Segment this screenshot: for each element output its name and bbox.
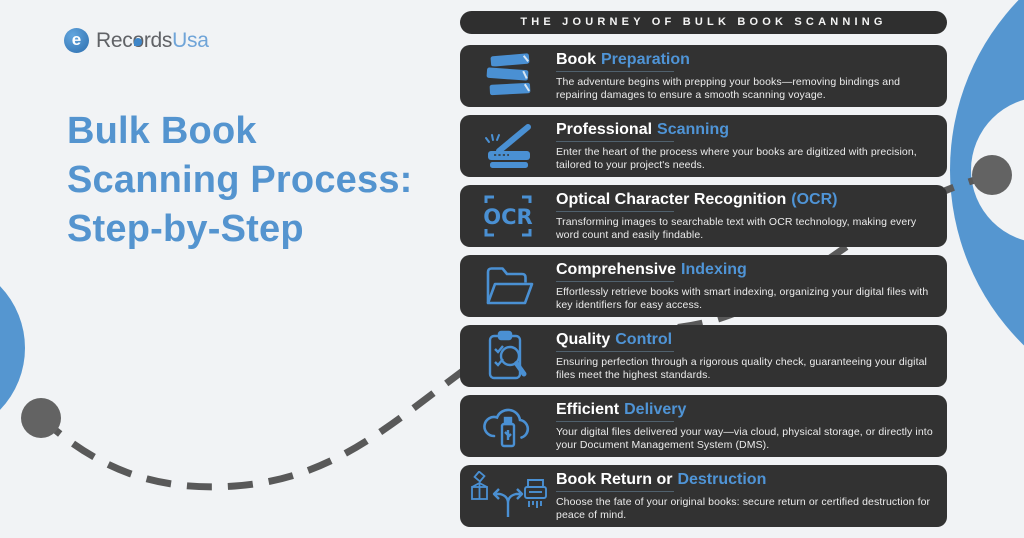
title-underline bbox=[556, 351, 674, 352]
step-description: Your digital files delivered your way—vi… bbox=[556, 426, 933, 451]
cloud-usb-icon bbox=[460, 395, 556, 457]
clipboard-magnifier-icon bbox=[460, 325, 556, 387]
logo-wordmark: RecordsUsa bbox=[96, 28, 209, 52]
logo-usa: Usa bbox=[172, 28, 209, 52]
step-description: Transforming images to searchable text w… bbox=[556, 216, 917, 241]
step-description: Choose the fate of your original books: … bbox=[556, 496, 931, 521]
page-title: Bulk Book Scanning Process: Step-by-Step bbox=[67, 107, 413, 254]
title-underline bbox=[556, 71, 674, 72]
journey-column: THE JOURNEY OF BULK BOOK SCANNING bbox=[460, 11, 947, 535]
title-underline bbox=[556, 491, 674, 492]
open-folder-icon bbox=[460, 255, 556, 317]
ocr-frame-icon: OCR bbox=[460, 185, 556, 247]
scanner-icon bbox=[460, 115, 556, 177]
title-underline bbox=[556, 281, 674, 282]
journey-header: THE JOURNEY OF BULK BOOK SCANNING bbox=[460, 11, 947, 34]
logo-o-dot: o bbox=[132, 28, 144, 52]
journey-end-dot bbox=[972, 155, 1012, 195]
step-description: Enter the heart of the process where you… bbox=[556, 146, 917, 171]
page-title-line1: Bulk Book bbox=[67, 110, 257, 152]
journey-start-dot bbox=[21, 398, 61, 438]
svg-text:OCR: OCR bbox=[483, 205, 532, 229]
box-arrows-shredder-icon bbox=[460, 465, 556, 527]
logo: e RecordsUsa bbox=[64, 28, 209, 53]
page-title-line3: Step-by-Step bbox=[67, 208, 304, 250]
page-title-line2: Scanning Process: bbox=[67, 159, 413, 201]
logo-e-badge-icon: e bbox=[64, 28, 89, 53]
step-description: Effortlessly retrieve books with smart i… bbox=[556, 286, 929, 311]
title-underline bbox=[556, 421, 674, 422]
step-description: Ensuring perfection through a rigorous q… bbox=[556, 356, 927, 381]
title-underline bbox=[556, 211, 674, 212]
step-card-ocr: OCR Optical Character Recognition(OCR) T… bbox=[460, 185, 947, 247]
books-stack-icon bbox=[460, 45, 556, 107]
step-description: The adventure begins with prepping your … bbox=[556, 76, 901, 101]
step-title: Optical Character Recognition(OCR) bbox=[556, 191, 838, 208]
title-underline bbox=[556, 141, 674, 142]
